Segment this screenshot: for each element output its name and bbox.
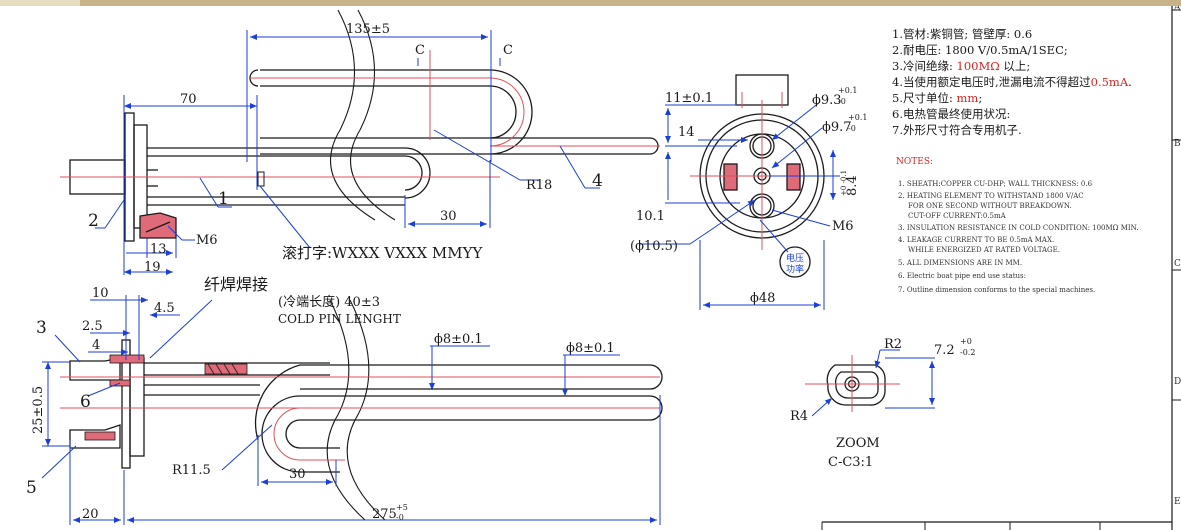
- technical-drawing: A B C D E: [26, 6, 1181, 530]
- dim-r2: R2: [884, 337, 902, 352]
- note-en-3: 3. INSULATION RESISTANCE IN COLD CONDITI…: [898, 224, 1139, 232]
- dim-r18: R18: [526, 178, 552, 193]
- dim-phi9-7-tol-down: -0: [848, 124, 856, 133]
- dim-70: 70: [180, 92, 197, 107]
- flange-view: 11±0.1 14 10.1 (ϕ10.5) ϕ48 ϕ9.3 +0.1 -0 …: [630, 74, 867, 310]
- window-top-bar-tab: [0, 0, 80, 6]
- note-cn-3: 3.冷间绝缘: 100MΩ 以上;: [892, 59, 1030, 73]
- drawing-frame: [821, 6, 1181, 530]
- dim-8-4-tol: +0 -0.1: [840, 170, 848, 196]
- side-dimensions: [41, 295, 661, 525]
- dim-phi48: ϕ48: [750, 291, 775, 306]
- dim-7-2-tol-up: +0: [960, 337, 972, 346]
- dim-r11-5: R11.5: [172, 463, 211, 478]
- dim-8-4: 8.4: [845, 175, 860, 196]
- dim-7-2-tol-down: -0.2: [960, 348, 975, 357]
- thread-m6-top: M6: [196, 233, 218, 248]
- section-c-right: C: [503, 43, 513, 58]
- dim-phi8-a: ϕ8±0.1: [434, 332, 483, 347]
- window-top-bar: [0, 0, 1181, 6]
- side-hatch: [84, 354, 248, 441]
- dim-phi9-3-tol-up: +0.1: [838, 86, 857, 95]
- top-dimensions: [95, 30, 600, 275]
- dim-275-tol-up: +5: [396, 503, 408, 512]
- side-body: [69, 299, 663, 521]
- thread-m6-flange: M6: [832, 219, 854, 234]
- dim-20: 20: [82, 507, 99, 522]
- cold-end-length: (冷端长度) 40±3: [278, 294, 380, 310]
- note-en-4: 4. LEAKAGE CURRENT TO BE 0.5mA MAX.: [898, 236, 1054, 244]
- dim-phi9-3: ϕ9.3: [812, 93, 842, 108]
- notes-chinese: 1.管材:紫铜管; 管壁厚: 0.6 2.耐电压: 1800 V/0.5mA/1…: [892, 27, 1132, 137]
- side-view: 纤焊焊接 (冷端长度) 40±3 COLD PIN LENGHT 10 4.5 …: [26, 275, 663, 525]
- border-letter-a: A: [1173, 6, 1181, 13]
- border-letter-b: B: [1174, 139, 1181, 149]
- note-en-2b: FOR ONE SECOND WITHOUT BREAKDOWN.: [908, 202, 1072, 210]
- note-cn-6: 6.电热管最终使用状况:: [892, 107, 1010, 121]
- stamp-power: 功率: [786, 263, 804, 275]
- dim-4-5: 4.5: [154, 301, 175, 316]
- dim-phi9-7: ϕ9.7: [822, 120, 852, 135]
- dim-19: 19: [144, 260, 161, 275]
- dim-4: 4: [92, 338, 100, 353]
- note-cn-4: 4.当使用额定电压时,泄漏电流不得超过0.5mA.: [892, 75, 1132, 89]
- note-cn-2: 2.耐电压: 1800 V/0.5mA/1SEC;: [892, 43, 1068, 57]
- part-label-3: 3: [36, 318, 47, 338]
- dim-14: 14: [678, 125, 695, 140]
- dim-phi9-7-tol-up: +0.1: [848, 113, 867, 122]
- note-en-4b: WHILE ENERGIZED AT RATED VOLTAGE.: [908, 246, 1060, 254]
- zoom-view: R2 R4 7.2 +0 -0.2 ZOOM C-C3:1: [790, 337, 975, 470]
- side-red-center: [60, 376, 660, 461]
- note-en-2: 2. HEATING ELEMENT TO WITHSTAND 1800 V/A…: [898, 192, 1084, 200]
- top-red-center: [60, 50, 660, 178]
- note-en-2c: CUT-OFF CURRENT:0.5mA: [908, 212, 1007, 220]
- note-cn-1: 1.管材:紫铜管; 管壁厚: 0.6: [892, 27, 1032, 41]
- note-cn-7: 7.外形尺寸符合专用机子.: [892, 123, 1022, 137]
- cold-pin-length: COLD PIN LENGHT: [278, 312, 401, 326]
- border-letters: A B C D E: [1173, 6, 1181, 507]
- stamp-marker: [257, 171, 265, 187]
- dim-phi8-b: ϕ8±0.1: [566, 341, 615, 356]
- dim-30-top: 30: [440, 209, 457, 224]
- top-tube: [147, 9, 659, 221]
- part-label-4: 4: [592, 171, 603, 191]
- stamp-voltage: 电压: [786, 252, 804, 264]
- dim-10: 10: [92, 286, 109, 301]
- dim-30-side: 30: [289, 467, 306, 482]
- notes-english: NOTES: 1. SHEATH:COPPER CU-DHP; WALL THI…: [896, 157, 1139, 294]
- part-label-5: 5: [26, 478, 37, 498]
- notes-title: NOTES:: [896, 157, 933, 167]
- part-label-2: 2: [88, 211, 99, 231]
- dim-r4: R4: [790, 409, 808, 424]
- dim-phi10-5: (ϕ10.5): [630, 239, 678, 254]
- dim-11: 11±0.1: [665, 91, 713, 106]
- dim-2-5: 2.5: [82, 319, 103, 334]
- note-cn-5: 5.尺寸单位: mm;: [892, 91, 982, 105]
- dim-7-2: 7.2: [934, 343, 955, 358]
- flange-dimensions: [640, 101, 840, 310]
- section-c-left: C: [415, 43, 425, 58]
- note-en-7: 7. Outline dimension conforms to the spe…: [898, 286, 1095, 294]
- note-en-1: 1. SHEATH:COPPER CU-DHP; WALL THICKNESS:…: [898, 180, 1093, 188]
- weld-label: 纤焊焊接: [204, 275, 268, 294]
- part-label-1: 1: [218, 189, 229, 209]
- note-en-6: 6. Electric boat pipe end use status:: [898, 272, 1026, 280]
- dim-25: 25±0.5: [31, 386, 46, 434]
- part-label-6: 6: [80, 392, 91, 412]
- border-letter-c: C: [1174, 259, 1181, 269]
- dim-275: 275: [372, 507, 397, 522]
- dim-135: 135±5: [346, 22, 390, 37]
- dim-phi9-3-tol-down: -0: [838, 97, 846, 106]
- dim-275-tol-down: -0: [396, 513, 404, 522]
- top-view: 135±5 70 C C R18 30 13 19 M6 1 2 4 滚打字:W…: [60, 9, 660, 275]
- zoom-scale: C-C3:1: [828, 455, 873, 470]
- border-letter-e: E: [1174, 497, 1181, 507]
- zoom-label: ZOOM: [836, 436, 880, 451]
- dim-10-1: 10.1: [636, 209, 665, 224]
- border-letter-d: D: [1174, 377, 1181, 387]
- dim-13: 13: [150, 242, 167, 257]
- stamp-text: 滚打字:WXXX VXXX MMYY: [282, 244, 484, 262]
- note-en-5: 5. ALL DIMENSIONS ARE IN MM.: [898, 259, 1022, 267]
